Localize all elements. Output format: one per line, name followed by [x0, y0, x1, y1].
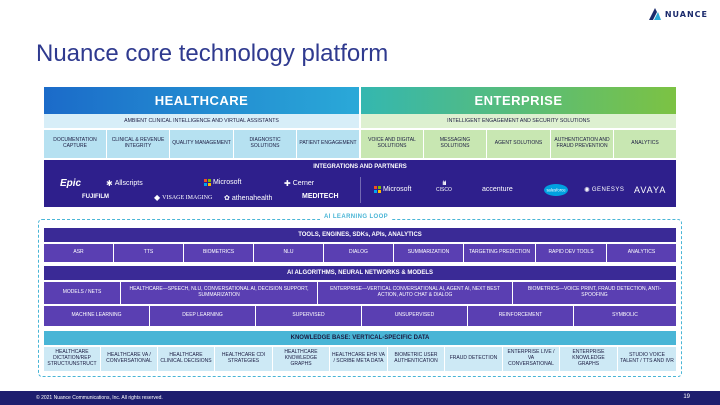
ml-item: SYMBOLIC	[574, 306, 676, 326]
tools-item: NLU	[254, 244, 323, 262]
enterprise-item: AGENT SOLUTIONS	[487, 130, 550, 158]
ai-learning-loop-label: AI LEARNING LOOP	[320, 214, 393, 220]
knowledge-item: BIOMETRIC USER AUTHENTICATION	[388, 347, 444, 371]
healthcare-item: DIAGNOSTIC SOLUTIONS	[234, 130, 296, 158]
cisco-logo: ılıılı cisco	[436, 181, 452, 193]
tools-item: ASR	[44, 244, 113, 262]
microsoft-enterprise-logo: Microsoft	[374, 186, 411, 193]
footer-bar	[0, 391, 720, 405]
knowledge-item: HEALTHCARE CDI STRATEGIES	[215, 347, 272, 371]
avaya-logo: AVAYA	[634, 185, 667, 195]
microsoft-logo-text: Microsoft	[213, 179, 242, 186]
accenture-logo: accenture	[482, 186, 513, 193]
slide-title: Nuance core technology platform	[36, 40, 389, 67]
genesys-logo: ✺ GENESYS	[584, 186, 624, 194]
tools-header: TOOLS, ENGINES, SDKs, APIs, ANALYTICS	[44, 228, 676, 242]
biometrics-models: BIOMETRICS—VOICE PRINT, FRAUD DETECTION,…	[513, 282, 676, 304]
tools-item: TTS	[114, 244, 183, 262]
knowledge-item: HEALTHCARE CLINICAL DECISIONS	[158, 347, 214, 371]
enterprise-header: ENTERPRISE	[361, 87, 676, 114]
cerner-mark-icon: ✚	[284, 179, 291, 188]
nuance-logo: NUANCE	[648, 8, 708, 20]
meditech-logo: MEDITECH	[302, 193, 339, 200]
algorithms-header: AI ALGORITHMS, NEURAL NETWORKS & MODELS	[44, 266, 676, 280]
visage-mark-icon: ◆	[154, 193, 161, 202]
tools-item: BIOMETRICS	[184, 244, 253, 262]
visage-imaging-logo: ◆ VISAGE IMAGING	[154, 193, 212, 202]
salesforce-logo: salesforce	[543, 181, 569, 197]
healthcare-item: DOCUMENTATION CAPTURE	[44, 130, 106, 158]
knowledge-item: STUDIO VOICE TALENT / TTS AND IVR	[618, 347, 676, 371]
healthcare-models: HEALTHCARE—SPEECH, NLU, CONVERSATIONAL A…	[121, 282, 317, 304]
enterprise-subheader: INTELLIGENT ENGAGEMENT AND SECURITY SOLU…	[361, 114, 676, 128]
enterprise-models: ENTERPRISE—VERTICAL CONVERSATIONAL AI, A…	[318, 282, 512, 304]
genesys-logo-text: GENESYS	[591, 187, 625, 193]
integrations-header: INTEGRATIONS AND PARTNERS	[44, 160, 676, 173]
tools-item: TARGETING PREDICTION	[464, 244, 535, 262]
enterprise-item: MESSAGING SOLUTIONS	[424, 130, 486, 158]
tools-item: SUMMARIZATION	[394, 244, 463, 262]
models-nets-label: MODELS / NETS	[44, 282, 120, 304]
ml-item: UNSUPERVISED	[362, 306, 467, 326]
salesforce-cloud-icon: salesforce	[544, 184, 568, 196]
ml-item: SUPERVISED	[256, 306, 361, 326]
healthcare-item: QUALITY MANAGEMENT	[170, 130, 233, 158]
microsoft-enterprise-logo-text: Microsoft	[383, 186, 412, 193]
knowledge-item: ENTERPRISE LIVE / VA CONVERSATIONAL	[503, 347, 559, 371]
athenahealth-logo: ✿ athenahealth	[224, 194, 273, 203]
healthcare-subheader: AMBIENT CLINICAL INTELLIGENCE AND VIRTUA…	[44, 114, 359, 128]
allscripts-logo: ✱ Allscripts	[106, 179, 143, 188]
partner-logos: Epic ✱ Allscripts Microsoft ✚ Cerner FUJ…	[44, 173, 676, 207]
healthcare-item: CLINICAL & REVENUE INTEGRITY	[107, 130, 169, 158]
fujifilm-logo: FUJIFILM	[82, 194, 109, 200]
healthcare-item: PATIENT ENGAGEMENT	[297, 130, 359, 158]
enterprise-item: VOICE AND DIGITAL SOLUTIONS	[361, 130, 423, 158]
knowledge-item: HEALTHCARE KNOWLEDGE GRAPHS	[273, 347, 329, 371]
visage-logo-text: VISAGE IMAGING	[162, 194, 213, 201]
knowledge-item: HEALTHCARE DICTATION/REP STRUCT/UNSTRUCT	[44, 347, 100, 371]
knowledge-item: ENTERPRISE KNOWLEDGE GRAPHS	[560, 347, 617, 371]
microsoft-windows-icon	[374, 186, 381, 193]
ml-item: DEEP LEARNING	[150, 306, 255, 326]
cisco-logo-text: cisco	[436, 187, 452, 193]
microsoft-logo: Microsoft	[204, 179, 241, 186]
genesys-mark-icon: ✺	[584, 187, 590, 194]
knowledge-header: KNOWLEDGE BASE: VERTICAL-SPECIFIC DATA	[44, 331, 676, 345]
knowledge-item: FRAUD DETECTION	[445, 347, 502, 371]
footer-copyright: © 2021 Nuance Communications, Inc. All r…	[36, 395, 163, 401]
enterprise-item: AUTHENTICATION AND FRAUD PREVENTION	[551, 130, 613, 158]
cerner-logo: ✚ Cerner	[284, 179, 314, 188]
allscripts-mark-icon: ✱	[106, 179, 113, 188]
cisco-bars-icon: ılıılı	[442, 181, 446, 187]
ml-item: REINFORCEMENT	[468, 306, 573, 326]
ml-item: MACHINE LEARNING	[44, 306, 149, 326]
athenahealth-logo-text: athenahealth	[231, 194, 273, 202]
knowledge-item: HEALTHCARE EHR VA / SCRIBE META DATA	[330, 347, 387, 371]
allscripts-logo-text: Allscripts	[114, 180, 143, 187]
page-number: 19	[683, 394, 690, 400]
cerner-logo-text: Cerner	[292, 180, 315, 187]
epic-logo: Epic	[60, 178, 82, 189]
tools-item: DIALOG	[324, 244, 393, 262]
knowledge-item: HEALTHCARE VA / CONVERSATIONAL	[101, 347, 157, 371]
logos-divider	[360, 177, 361, 203]
microsoft-windows-icon	[204, 179, 211, 186]
enterprise-item: ANALYTICS	[614, 130, 676, 158]
tools-item: RAPID DEV TOOLS	[536, 244, 606, 262]
nuance-logo-icon	[648, 8, 661, 20]
logo-text: NUANCE	[664, 9, 708, 19]
healthcare-header: HEALTHCARE	[44, 87, 359, 114]
salesforce-logo-text: salesforce	[546, 188, 566, 193]
tools-item: ANALYTICS	[607, 244, 676, 262]
athena-mark-icon: ✿	[224, 195, 230, 202]
